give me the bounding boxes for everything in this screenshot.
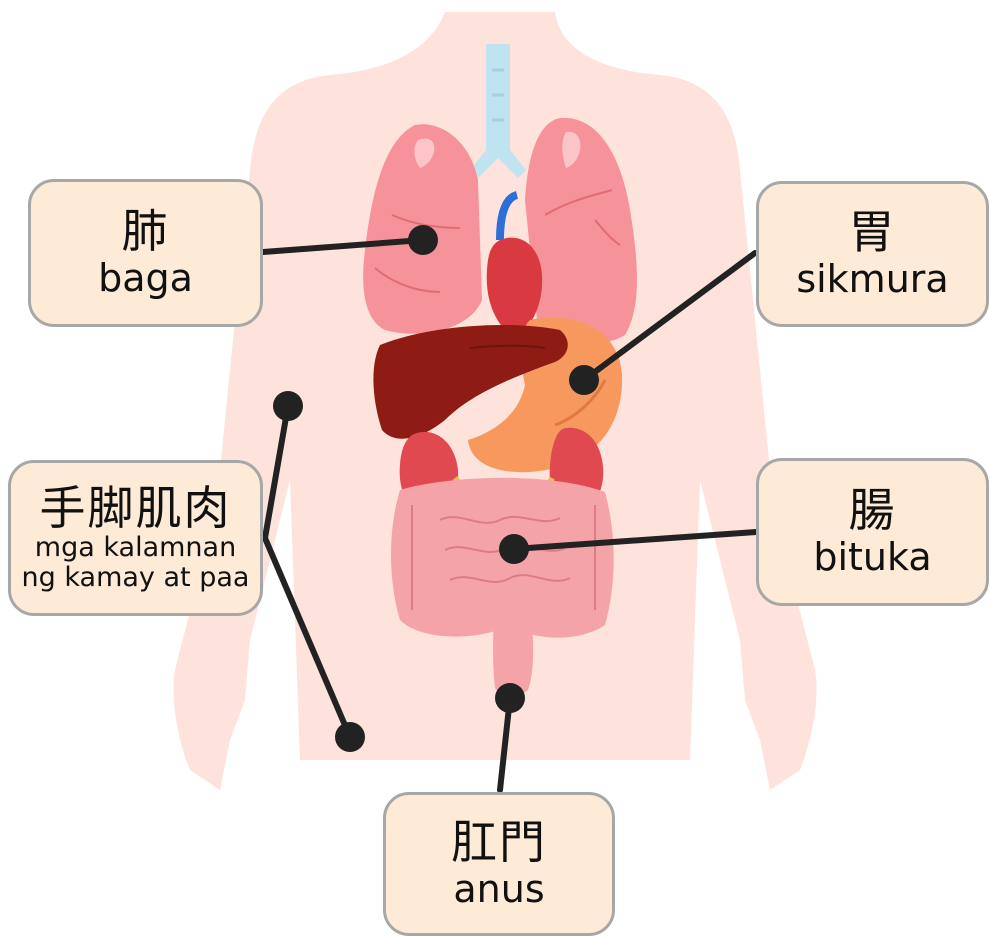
anus-translation-text: anus	[453, 870, 544, 910]
label-anus: 肛門 anus	[383, 792, 615, 936]
rectum	[493, 592, 533, 696]
label-muscles: 手脚肌肉 mga kalamnan ng kamay at paa	[8, 460, 263, 616]
intestine-translation-text: bituka	[813, 538, 931, 578]
intestine-pointer-dot	[499, 534, 529, 564]
anus-native-text: 肛門	[451, 818, 547, 866]
anus-pointer-dot	[495, 683, 525, 713]
stomach-translation-text: sikmura	[796, 260, 948, 300]
intestine-native-text: 腸	[849, 486, 897, 534]
leg-muscle-pointer-dot	[335, 722, 365, 752]
arm-muscle-pointer-dot	[273, 391, 303, 421]
label-intestine: 腸 bituka	[756, 458, 989, 606]
label-stomach: 胃 sikmura	[756, 181, 989, 327]
muscles-translation-line1: mga kalamnan	[35, 534, 236, 562]
label-lungs: 肺 baga	[28, 179, 263, 327]
lungs-native-text: 肺	[122, 207, 170, 255]
muscles-native-text: 手脚肌肉	[40, 484, 232, 532]
muscles-translation-line2: ng kamay at paa	[22, 564, 250, 592]
stomach-pointer-dot	[569, 365, 599, 395]
lungs-pointer-dot	[408, 225, 438, 255]
lungs-translation-text: baga	[98, 259, 193, 299]
stomach-native-text: 胃	[849, 208, 897, 256]
